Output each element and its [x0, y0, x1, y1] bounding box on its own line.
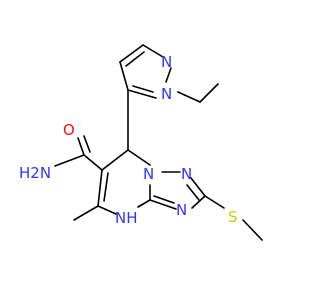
atom-label-n-triazole-top: N: [181, 165, 192, 183]
bond-ethyl-ch2-ch3: [199, 83, 219, 103]
bond-c5-methyl: [73, 205, 99, 221]
bond-c2-n3: [191, 195, 206, 209]
atom-label-s-thioether: S: [228, 208, 238, 226]
bond-n3-c3a-double: [153, 195, 175, 204]
molecule-structure: N N O H2N N N N NH S: [19, 44, 263, 241]
bond-c5-c6: [97, 169, 103, 207]
bond-nh-c5: [97, 205, 117, 215]
bond-c6-carbonyl: [83, 154, 103, 171]
label-layer: N N O H2N N N N NH S: [19, 53, 238, 227]
atom-label-n-pyrazole-ethyl: N: [161, 85, 172, 103]
bond-pyrazole-c4-c3: [119, 44, 144, 63]
atom-label-n-triazole-right: N: [176, 201, 187, 219]
bond-n1-c2-double: [186, 184, 200, 201]
bond-pyrazole-c3-n2: [142, 44, 164, 58]
bond-pyrazole-c5-c4: [119, 61, 129, 91]
bond-c5-c6-double: [103, 172, 109, 202]
bond-carbonyl-o: [77, 137, 85, 156]
bond-layer: [54, 44, 263, 241]
bond-n1-c2: [190, 177, 206, 197]
bond-c7-n-bridge: [127, 149, 151, 166]
bond-c2-s: [204, 195, 225, 209]
atom-label-o-carbonyl: O: [63, 121, 75, 139]
bond-n3-c3a: [149, 199, 177, 210]
bond-c3a-nh: [137, 199, 151, 208]
bond-pyrazole-n1-c5-double: [132, 85, 154, 93]
atom-label-nh2-amide: H2N: [19, 164, 51, 182]
atom-label-n-bridge: N: [143, 165, 154, 183]
bond-pyrazole-n2-n1: [165, 67, 172, 83]
bond-pyrazole-c4-c3-double: [125, 51, 145, 67]
molecule-canvas: N N O H2N N N N NH S: [19, 44, 263, 241]
bond-carbonyl-o-double: [83, 135, 91, 153]
bond-ethyl-n-ch2: [177, 91, 201, 103]
atom-label-nh-ring: NH: [115, 209, 138, 227]
bond-pyrazole-n1-c5: [127, 89, 157, 99]
bond-s-methyl: [242, 219, 263, 241]
bond-c6-c7: [101, 149, 129, 171]
atom-label-n-pyrazole-top: N: [161, 53, 172, 71]
bond-carbonyl-nh2: [54, 154, 85, 167]
